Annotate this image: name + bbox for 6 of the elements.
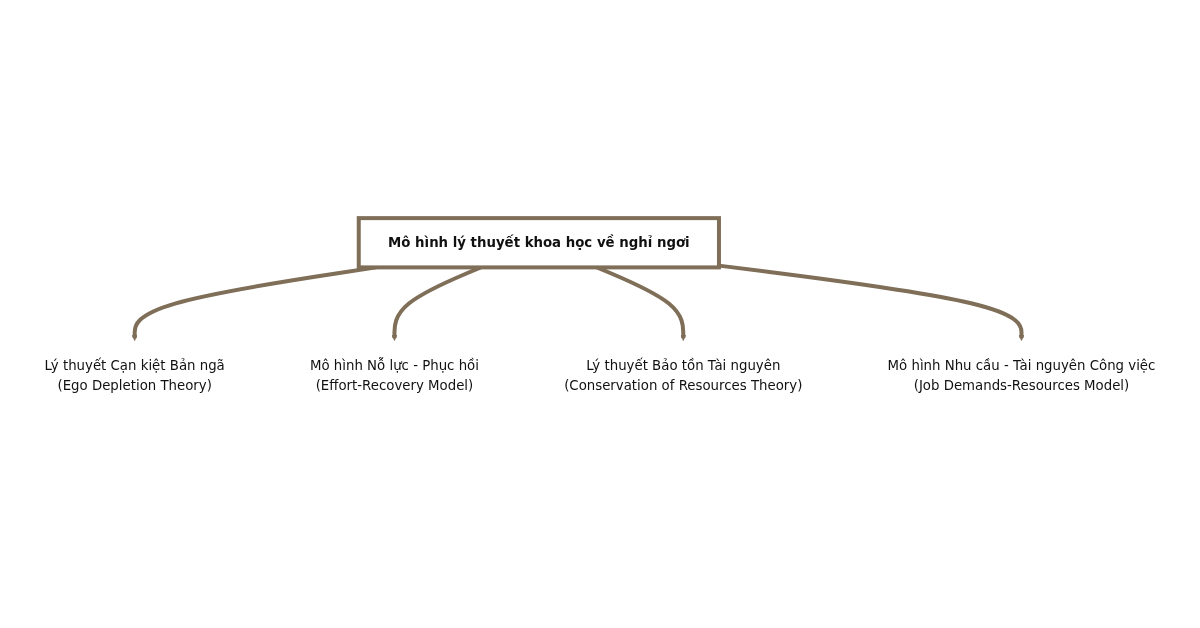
node-text: Mô hình Nỗ lực - Phục hồi (Effort-Recovery Model) — [309, 357, 479, 394]
node-text: Lý thuyết Cạn kiệt Bản ngã (Ego Depletion Theory) — [44, 357, 225, 394]
arrow — [718, 263, 1025, 341]
node-text: Lý thuyết Bảo tồn Tài nguyên (Conservation of Resources Theory) — [564, 357, 803, 394]
node-text: Mô hình Nhu cầu - Tài nguyên Công việc (Job Demands-Resources Model) — [887, 357, 1156, 394]
node-box: Mô hình lý thuyết khoa học về nghỉ ngơi — [356, 216, 721, 270]
